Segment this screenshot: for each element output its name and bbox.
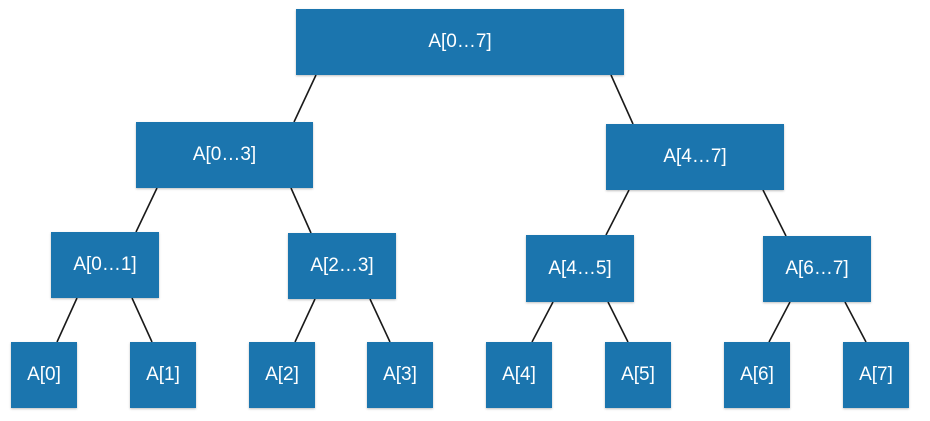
edge-rl-4 — [531, 301, 554, 343]
node-level2-2: A[4…5] — [526, 235, 634, 302]
node-level1-right: A[4…7] — [606, 124, 784, 190]
leaf-node-5: A[5] — [605, 342, 671, 408]
leaf-node-1: A[1] — [130, 342, 196, 408]
leaf-node-4: A[4] — [486, 342, 552, 408]
edge-r-rl — [605, 189, 630, 236]
node-root: A[0…7] — [296, 9, 624, 75]
edge-rr-7 — [844, 301, 867, 343]
edge-lr-2 — [294, 298, 316, 343]
edge-rr-6 — [768, 301, 791, 343]
edge-rl-5 — [607, 301, 629, 343]
leaf-node-6: A[6] — [724, 342, 790, 408]
edge-root-left — [293, 74, 317, 123]
node-level2-1: A[2…3] — [288, 233, 396, 299]
edge-lr-3 — [369, 298, 391, 343]
edge-r-rr — [762, 189, 787, 237]
leaf-node-0: A[0] — [11, 342, 77, 408]
node-level2-0: A[0…1] — [51, 232, 159, 298]
edge-ll-0 — [56, 297, 78, 343]
leaf-node-2: A[2] — [249, 342, 315, 408]
leaf-node-7: A[7] — [843, 342, 909, 408]
node-level1-left: A[0…3] — [136, 122, 313, 188]
edge-l-lr — [290, 187, 312, 234]
edge-root-right — [610, 74, 634, 125]
leaf-node-3: A[3] — [367, 342, 433, 408]
node-level2-3: A[6…7] — [763, 236, 871, 302]
edge-ll-1 — [131, 297, 153, 343]
edge-l-ll — [135, 187, 158, 233]
